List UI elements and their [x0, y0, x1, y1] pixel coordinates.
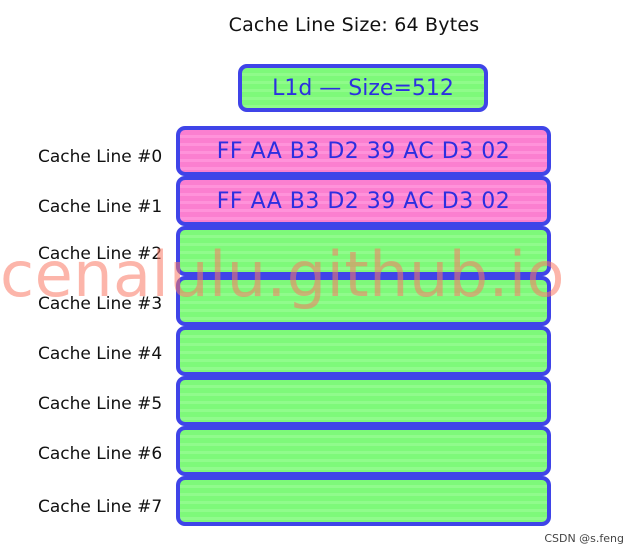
cache-line-5: [176, 376, 551, 426]
cache-line-label-7: Cache Line #7: [38, 497, 163, 517]
cache-line-1: FF AA B3 D2 39 AC D3 02: [176, 176, 551, 226]
l1d-cache-box: L1d — Size=512: [238, 64, 488, 112]
cache-line-label-5: Cache Line #5: [38, 394, 163, 414]
cache-line-label-1: Cache Line #1: [38, 197, 163, 217]
cache-line-bytes-1: FF AA B3 D2 39 AC D3 02: [216, 188, 511, 214]
diagram-title: Cache Line Size: 64 Bytes: [228, 14, 480, 36]
cache-line-label-6: Cache Line #6: [38, 444, 163, 464]
cache-line-bytes-0: FF AA B3 D2 39 AC D3 02: [216, 138, 511, 164]
l1d-label: L1d — Size=512: [272, 75, 454, 101]
cache-line-2: [176, 226, 551, 276]
cache-line-0: FF AA B3 D2 39 AC D3 02: [176, 126, 551, 176]
cache-line-4: [176, 326, 551, 376]
cache-line-6: [176, 426, 551, 476]
cache-line-label-2: Cache Line #2: [38, 244, 163, 264]
cache-line-label-3: Cache Line #3: [38, 294, 163, 314]
cache-line-7: [176, 476, 551, 526]
cache-line-3: [176, 276, 551, 326]
cache-line-label-4: Cache Line #4: [38, 344, 163, 364]
cache-line-label-0: Cache Line #0: [38, 147, 163, 167]
credit-text: CSDN @s.feng: [544, 532, 624, 545]
